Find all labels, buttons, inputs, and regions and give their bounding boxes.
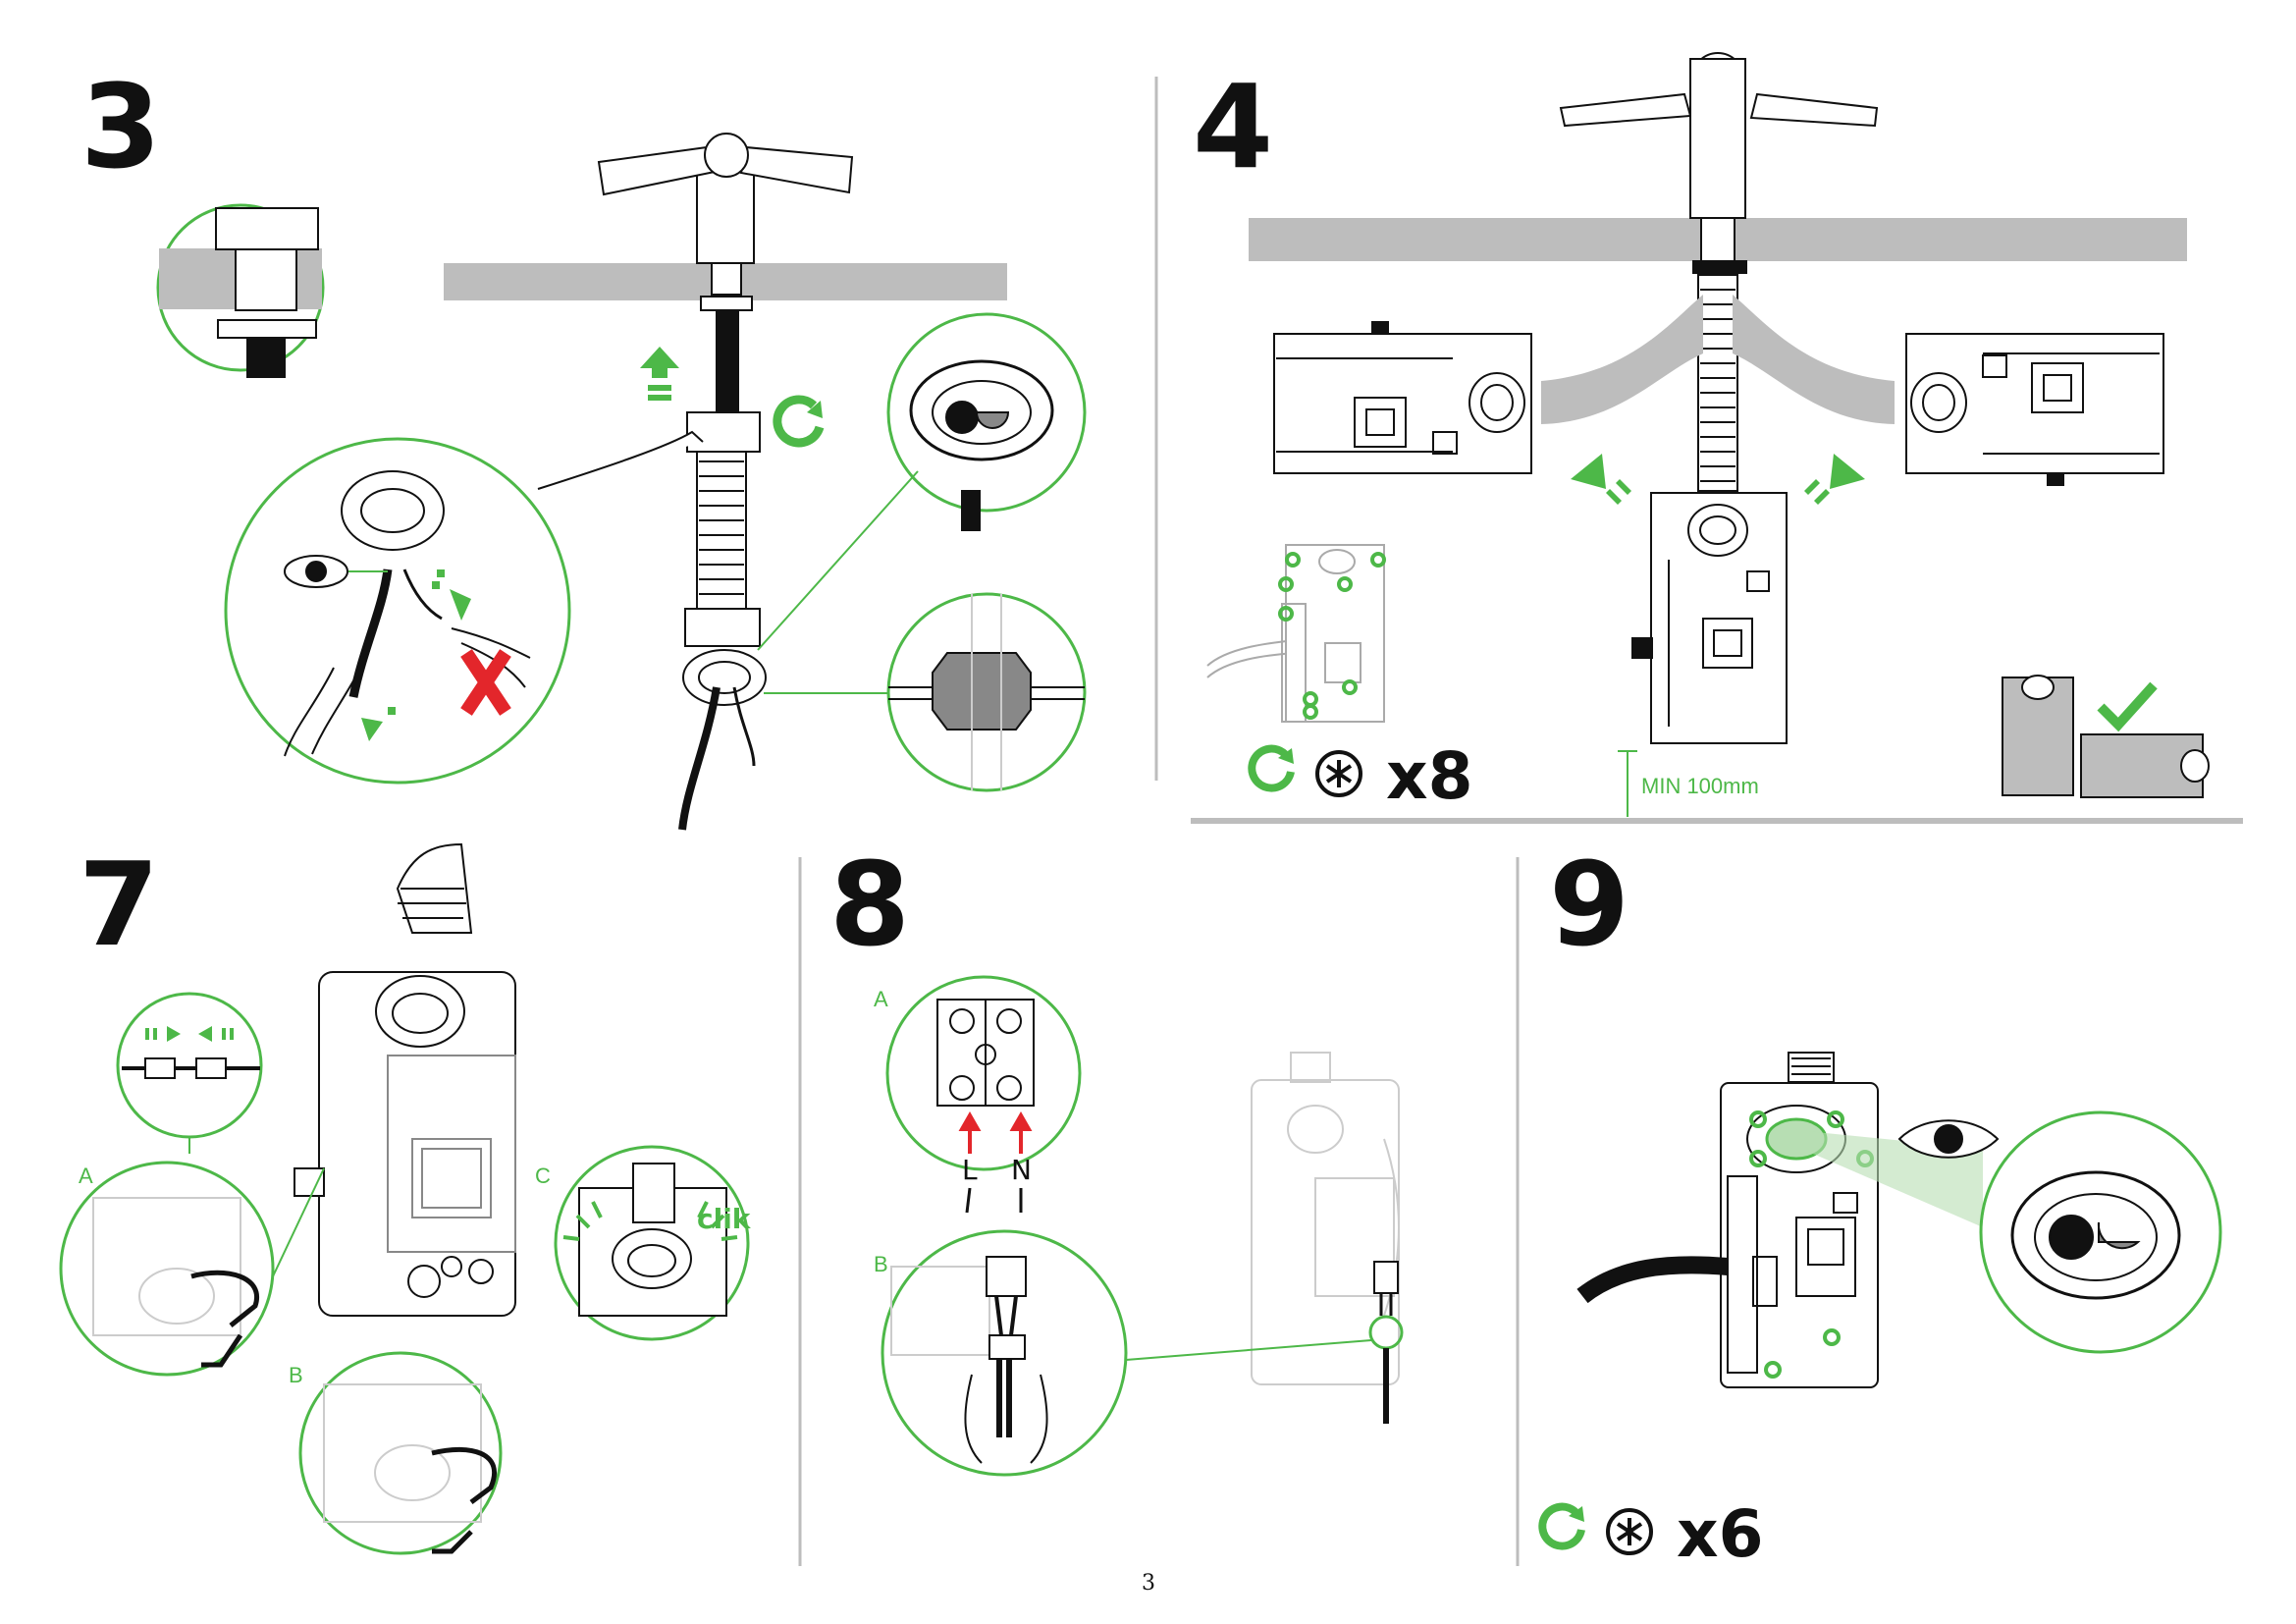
step-number-9: 9 (1549, 837, 1630, 972)
unit-right-4 (1905, 333, 2164, 486)
step-number-4: 4 (1193, 59, 1274, 194)
page-number: 3 (1142, 1571, 1155, 1596)
step-number-8: 8 (829, 837, 911, 972)
label-7c: C (535, 1164, 551, 1188)
eye-icon-9 (1897, 1119, 2000, 1159)
click-lines-7 (562, 1201, 738, 1241)
detail-circle-b (298, 1351, 503, 1555)
grey-hose-left (1541, 295, 1703, 424)
wire-label-neutral: N (1011, 1154, 1032, 1186)
icons-9 (1538, 1502, 1653, 1555)
red-x (460, 649, 511, 716)
step-number-3: 3 (80, 59, 162, 194)
unit-9 (1576, 1052, 1879, 1388)
unit-7 (294, 842, 516, 1317)
detail-circle-connector (116, 992, 263, 1139)
label-7b: B (289, 1363, 303, 1387)
grey-hose-right (1733, 295, 1895, 424)
screw-count-9: x6 (1677, 1496, 1764, 1572)
red-arrows-8 (958, 1110, 1033, 1154)
unit-center-4 (1631, 492, 1788, 744)
icons-4 (1248, 744, 1362, 797)
green-up-arrow-3 (640, 347, 679, 401)
min-clearance-label: MIN 100mm (1641, 774, 1759, 798)
faded-unit-8 (1251, 1052, 1400, 1385)
tap-4 (1559, 52, 1879, 492)
screw-count-4: x8 (1386, 738, 1473, 814)
orientation-check-4 (2002, 675, 2210, 798)
rotate-arrow-3 (773, 395, 825, 448)
label-8a: A (874, 987, 888, 1011)
tap-3 (537, 133, 854, 831)
step-number-7: 7 (79, 837, 160, 972)
unit-left-4 (1273, 321, 1532, 474)
wire-label-live: L (962, 1154, 978, 1186)
green-arrows-cut (361, 569, 471, 741)
click-label-7: clik (697, 1203, 751, 1235)
green-arrows-4 (1571, 454, 1865, 505)
small-unit-4 (1206, 544, 1385, 723)
green-arrows-7a (145, 1026, 234, 1042)
label-8b: B (874, 1252, 888, 1276)
screw-markers-4 (1278, 552, 1386, 720)
label-7a: A (79, 1164, 93, 1188)
